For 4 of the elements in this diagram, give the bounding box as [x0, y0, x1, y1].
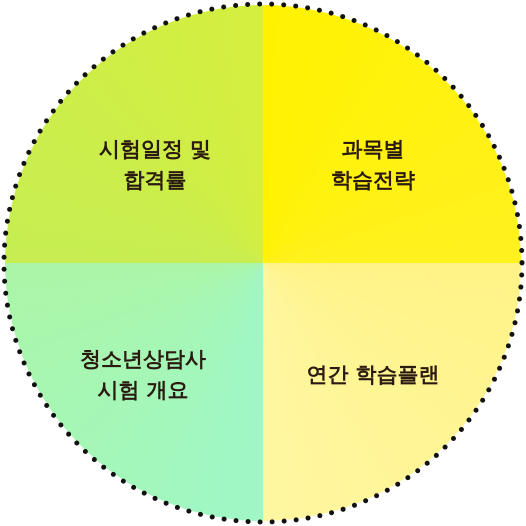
sector-label: 연간 학습플랜: [305, 362, 441, 388]
sector-label: 청소년상담사 시험 개요: [79, 346, 207, 404]
sector-label: 과목별 학습전략: [330, 136, 416, 194]
sector-label: 시험일정 및 합격률: [98, 136, 212, 194]
